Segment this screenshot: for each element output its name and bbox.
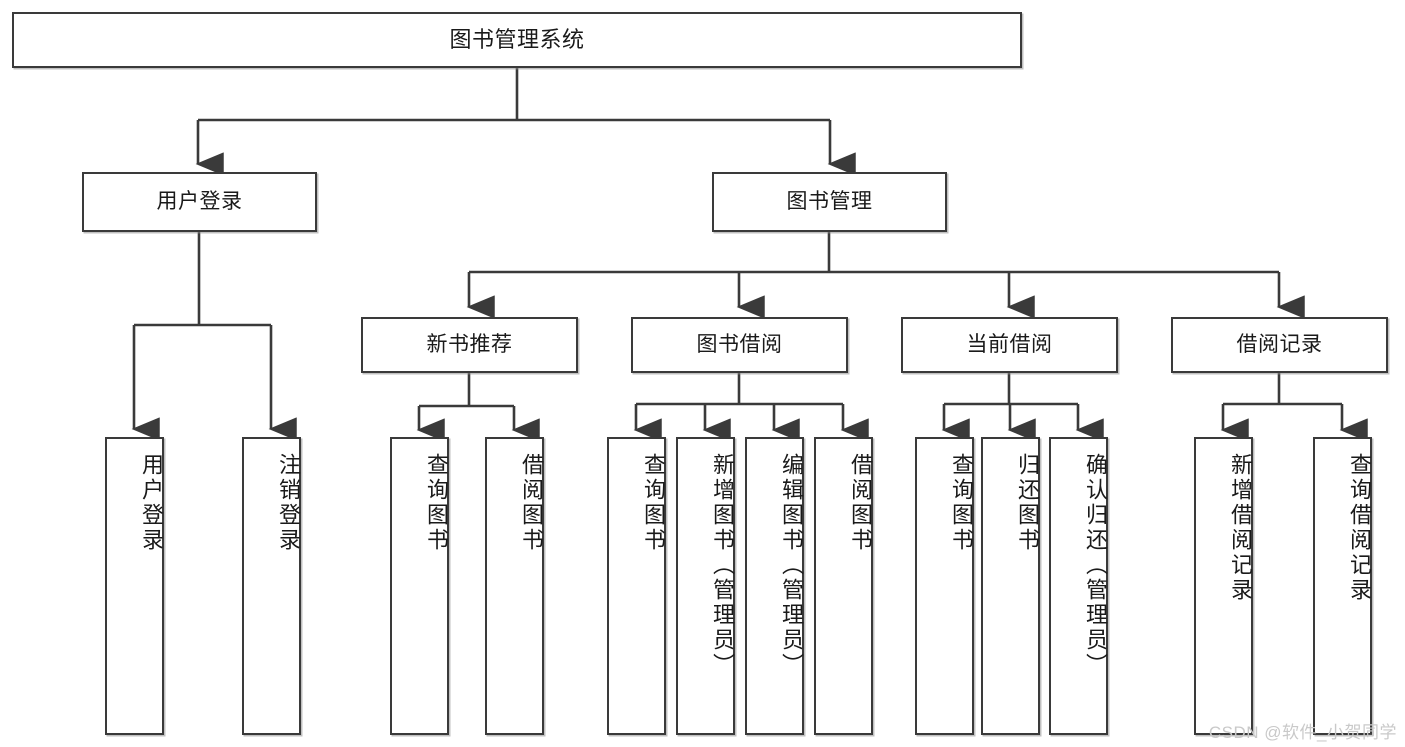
node-leaf-edit-book-label: 编辑图书（管理员） [779,453,804,678]
node-book-borrow[interactable]: 图书借阅 [631,317,848,373]
node-book-borrow-label: 图书借阅 [696,332,783,356]
node-root-label: 图书管理系统 [449,27,585,53]
node-leaf-return-book[interactable]: 归还图书 [981,437,1040,735]
node-user-login-label: 用户登录 [156,189,243,213]
node-borrow-record-label: 借阅记录 [1236,332,1323,356]
node-leaf-query-book-1-label: 查询图书 [424,453,449,553]
node-book-manage[interactable]: 图书管理 [712,172,947,232]
watermark-text: CSDN @软件_小贺同学 [1208,723,1397,742]
node-user-login[interactable]: 用户登录 [82,172,317,232]
node-leaf-add-book[interactable]: 新增图书（管理员） [676,437,735,735]
node-current-borrow[interactable]: 当前借阅 [901,317,1118,373]
node-leaf-edit-book[interactable]: 编辑图书（管理员） [745,437,804,735]
node-current-borrow-label: 当前借阅 [966,332,1053,356]
node-leaf-query-book-1[interactable]: 查询图书 [390,437,449,735]
node-leaf-return-book-label: 归还图书 [1015,453,1040,553]
node-leaf-confirm-return-label: 确认归还（管理员） [1083,453,1108,678]
node-new-book-rec[interactable]: 新书推荐 [361,317,578,373]
node-leaf-query-book-2-label: 查询图书 [641,453,666,553]
node-leaf-add-record[interactable]: 新增借阅记录 [1194,437,1253,735]
node-leaf-borrow-book-1[interactable]: 借阅图书 [485,437,544,735]
node-borrow-record[interactable]: 借阅记录 [1171,317,1388,373]
node-book-manage-label: 图书管理 [786,189,873,213]
node-leaf-user-login-label: 用户登录 [139,453,164,553]
node-leaf-borrow-book-2[interactable]: 借阅图书 [814,437,873,735]
node-leaf-query-book-3[interactable]: 查询图书 [915,437,974,735]
node-leaf-add-record-label: 新增借阅记录 [1228,453,1253,603]
node-root[interactable]: 图书管理系统 [12,12,1022,68]
node-leaf-user-login[interactable]: 用户登录 [105,437,164,735]
node-leaf-query-book-2[interactable]: 查询图书 [607,437,666,735]
node-leaf-logout-label: 注销登录 [276,453,301,553]
node-leaf-add-book-label: 新增图书（管理员） [710,453,735,678]
node-leaf-borrow-book-1-label: 借阅图书 [519,453,544,553]
node-new-book-rec-label: 新书推荐 [426,332,513,356]
node-leaf-query-record-label: 查询借阅记录 [1347,453,1372,603]
node-leaf-confirm-return[interactable]: 确认归还（管理员） [1049,437,1108,735]
node-leaf-query-book-3-label: 查询图书 [949,453,974,553]
node-leaf-borrow-book-2-label: 借阅图书 [848,453,873,553]
node-leaf-query-record[interactable]: 查询借阅记录 [1313,437,1372,735]
node-leaf-logout[interactable]: 注销登录 [242,437,301,735]
